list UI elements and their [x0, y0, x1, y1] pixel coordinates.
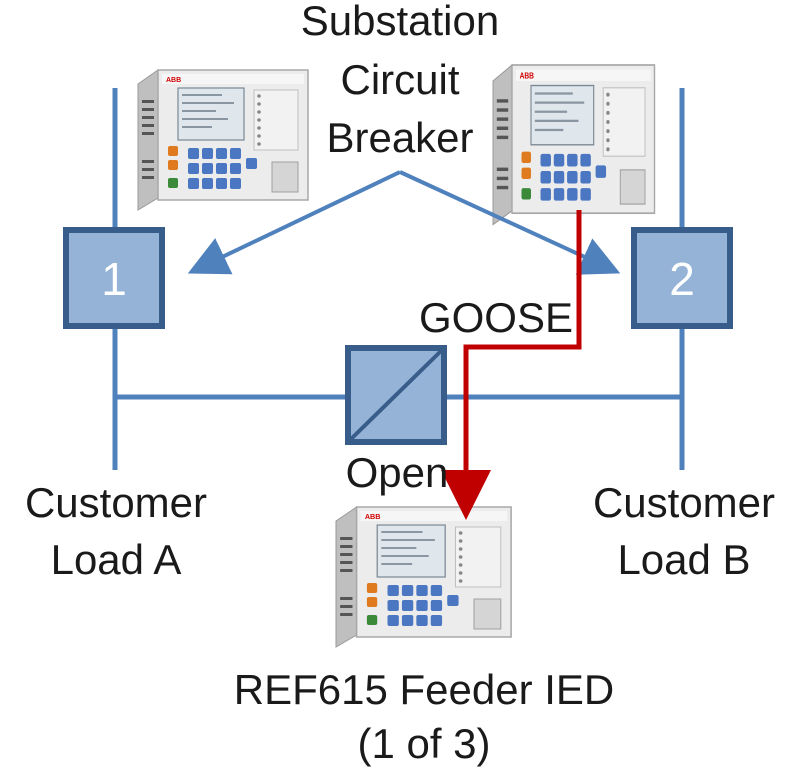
substation-label: Substation Circuit Breaker [301, 0, 499, 161]
open-tie-switch [345, 345, 447, 445]
goose-label: GOOSE [419, 294, 573, 341]
svg-text:Circuit: Circuit [340, 56, 459, 103]
breaker-1-number: 1 [101, 253, 127, 305]
breaker-2-number: 2 [669, 253, 695, 305]
substation-ied-left [137, 69, 309, 211]
feeder-ied-bottom [335, 506, 512, 648]
svg-text:Load B: Load B [617, 536, 750, 583]
open-label: Open [346, 449, 449, 496]
svg-text:REF615 Feeder IED: REF615 Feeder IED [234, 666, 615, 713]
customer-load-a-label: Customer Load A [25, 479, 207, 583]
svg-text:(1 of 3): (1 of 3) [357, 720, 490, 767]
goose-signal-path [441, 210, 582, 520]
breaker-2: 2 [631, 227, 733, 329]
svg-text:Breaker: Breaker [326, 114, 473, 161]
svg-text:Load A: Load A [51, 536, 182, 583]
svg-text:Substation: Substation [301, 0, 499, 44]
svg-text:Customer: Customer [25, 479, 207, 526]
substation-ied-right [492, 64, 656, 226]
breaker-1: 1 [63, 227, 165, 329]
feeder-ied-label: REF615 Feeder IED (1 of 3) [234, 666, 615, 767]
svg-text:Customer: Customer [593, 479, 775, 526]
customer-load-b-label: Customer Load B [593, 479, 775, 583]
